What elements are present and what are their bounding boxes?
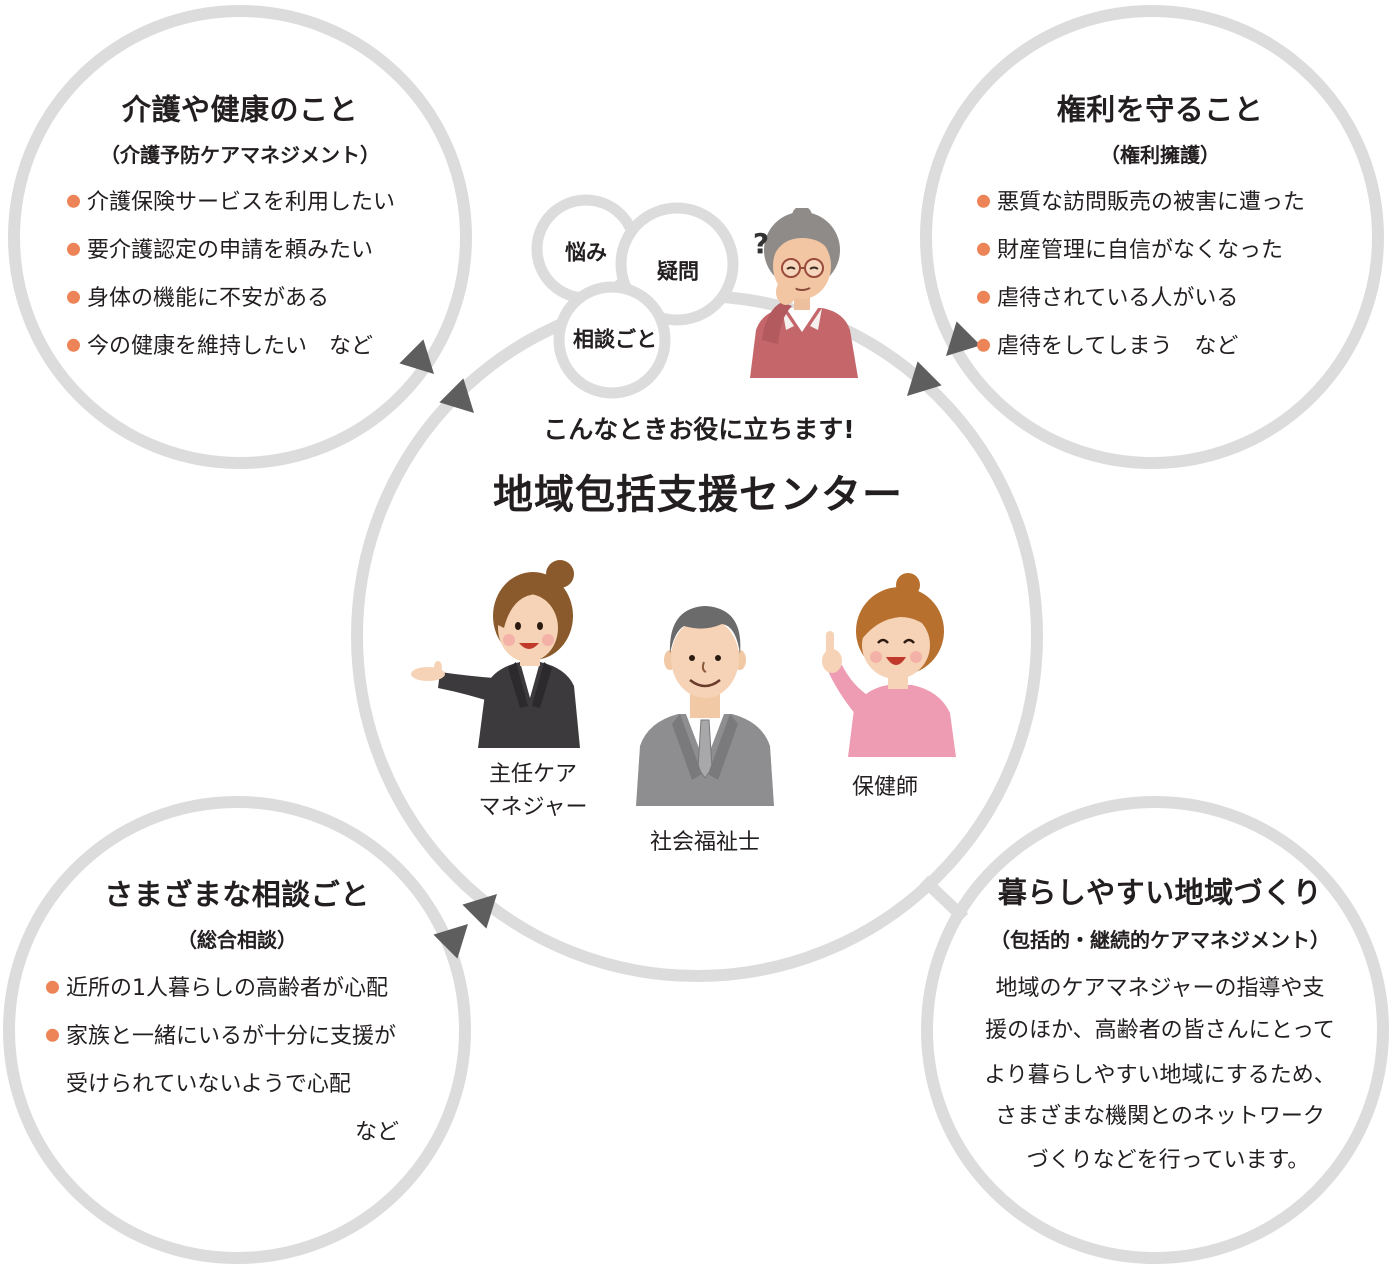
bullet-dot: [46, 1028, 59, 1042]
social-worker-label: 社会福祉士: [649, 829, 761, 855]
care-health-subtitle: （介護予防ケアマネジメント）: [100, 143, 380, 167]
rights-subtitle: （権利擁護）: [1100, 143, 1220, 167]
bullet-dot: [977, 242, 990, 256]
list-item-text: 要介護認定の申請を頼みたい: [87, 237, 374, 263]
list-item: 家族と一緒にいるが十分に支援が: [46, 1024, 396, 1050]
list-item-text: 今の健康を維持したい など: [87, 333, 374, 359]
community-description-line: 援のほか、高齢者の皆さんにとって: [985, 1017, 1335, 1043]
arrow-icon: [433, 924, 468, 959]
bullet-dot: [67, 242, 80, 256]
consultation-subtitle: （総合相談）: [177, 928, 297, 952]
community-subtitle: （包括的・継続的ケアマネジメント）: [990, 928, 1330, 952]
center-title: 地域包括支援センター: [493, 472, 903, 518]
list-item: 虐待されている人がいる: [977, 286, 1238, 312]
arrow-icon: [399, 339, 434, 374]
bullet-dot: [67, 194, 80, 208]
arrow-icon: [439, 378, 474, 413]
consultation-title: さまざまな相談ごと: [104, 877, 370, 912]
community-circle: [921, 796, 1389, 1264]
bubble-label-worry: 悩み: [565, 240, 607, 265]
list-item-text: 家族と一緒にいるが十分に支援が: [66, 1023, 397, 1049]
list-item-text: 悪質な訪問販売の被害に遭った: [997, 189, 1306, 215]
bullet-dot: [67, 290, 80, 304]
arrow-icon: [907, 361, 942, 396]
bullet-dot: [977, 194, 990, 208]
question-mark: ?: [752, 227, 770, 261]
rights-title: 権利を守ること: [1056, 92, 1264, 127]
list-item-text: 財産管理に自信がなくなった: [997, 237, 1284, 263]
community-description-line: づくりなどを行っています。: [1026, 1147, 1310, 1173]
list-item-text: 介護保険サービスを利用したい: [87, 189, 396, 215]
list-item: 身体の機能に不安がある: [67, 286, 329, 312]
list-item-continuation: 受けられていないようで心配: [66, 1071, 351, 1097]
list-item: 今の健康を維持したい など: [67, 334, 373, 360]
list-item: 悪質な訪問販売の被害に遭った: [977, 190, 1305, 216]
arrow-icon: [462, 894, 497, 929]
elderly-woman-illustration: [750, 208, 858, 378]
thought-bubble-consult: [553, 281, 671, 399]
care-health-circle: [8, 5, 472, 469]
list-item: 財産管理に自信がなくなった: [977, 238, 1283, 264]
rights-circle: [920, 5, 1384, 469]
center-tagline: こんなときお役に立ちます!: [543, 415, 855, 444]
public-health-nurse-illustration: [822, 573, 956, 757]
community-description-line: さまざまな機関とのネットワーク: [995, 1103, 1325, 1129]
community-description-line: より暮らしやすい地域にするため、: [984, 1062, 1336, 1088]
bubble-label-question: 疑問: [657, 259, 699, 284]
list-item-text: 身体の機能に不安がある: [87, 285, 330, 311]
public-health-nurse-label: 保健師: [851, 774, 919, 800]
bullet-dot: [977, 338, 990, 352]
list-item: 近所の1人暮らしの高齢者が心配: [46, 976, 388, 1002]
list-item-text: 近所の1人暮らしの高齢者が心配: [66, 975, 388, 1001]
community-description-line: 地域のケアマネジャーの指導や支: [995, 975, 1325, 1001]
bullet-dot: [67, 338, 80, 352]
care-health-title: 介護や健康のこと: [121, 92, 359, 127]
connector-line: [919, 875, 969, 923]
list-item-text: 虐待されている人がいる: [997, 285, 1239, 311]
list-item: 虐待をしてしまう など: [977, 334, 1238, 360]
list-item: 要介護認定の申請を頼みたい: [67, 238, 373, 264]
bullet-dot: [977, 290, 990, 304]
community-title: 暮らしやすい地域づくり: [997, 875, 1323, 910]
consultation-circle: [3, 796, 471, 1264]
etc-label: など: [354, 1119, 400, 1145]
bullet-dot: [46, 980, 59, 994]
bubble-label-consult: 相談ごと: [573, 327, 657, 352]
care-manager-label-line2: マネジャー: [478, 794, 588, 820]
arrow-icon: [946, 321, 981, 356]
list-item-text: 虐待をしてしまう など: [997, 333, 1239, 359]
social-worker-illustration: [636, 606, 774, 806]
thought-bubble-question: [615, 202, 739, 326]
care-manager-illustration: [411, 560, 580, 748]
list-item: 介護保険サービスを利用したい: [67, 190, 395, 216]
care-manager-label-line1: 主任ケア: [488, 761, 578, 787]
